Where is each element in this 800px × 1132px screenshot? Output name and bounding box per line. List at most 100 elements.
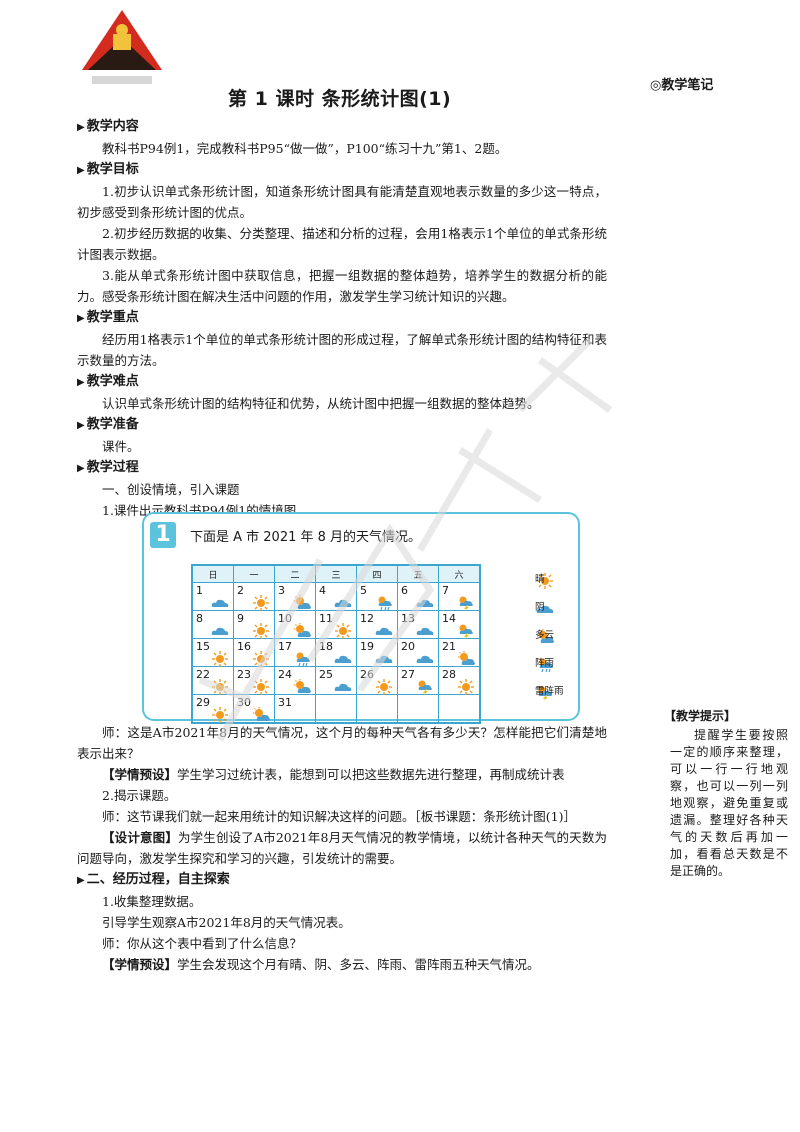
calendar-day-cell: 25 <box>315 666 357 695</box>
cloudy-icon <box>374 623 394 637</box>
sunny-icon <box>333 623 353 639</box>
sunny-icon <box>374 679 394 695</box>
calendar-day-cell: 30 <box>233 694 275 724</box>
weekday-header: 六 <box>438 564 481 583</box>
day-number: 26 <box>360 668 374 681</box>
guide-text: 引导学生观察A市2021年8月的天气情况表。 <box>102 915 351 930</box>
main-column-top: 教学内容 教科书P94例1，完成教科书P95“做一做”，P100“练习十九”第1… <box>77 116 607 521</box>
calendar-day-cell: 2 <box>233 582 275 611</box>
weekday-header: 二 <box>274 564 316 583</box>
shower-icon <box>292 651 312 667</box>
calendar-day-cell: 17 <box>274 638 316 667</box>
learning-preset-2: 【学情预设】学生会发现这个月有晴、阴、多云、阵雨、雷阵雨五种天气情况。 <box>77 954 607 975</box>
calendar-day-cell <box>315 694 357 724</box>
goal-1: 1.初步认识单式条形统计图，知道条形统计图具有能清楚直观地表示数量的多少这一特点… <box>77 184 607 220</box>
day-number: 1 <box>196 584 203 597</box>
calendar-day-cell: 29 <box>191 694 234 724</box>
day-number: 22 <box>196 668 210 681</box>
calendar-day-cell: 18 <box>315 638 357 667</box>
legend-item: 多云 <box>499 624 579 652</box>
calendar-day-cell: 21 <box>438 638 481 667</box>
learning-preset-1: 【学情预设】学生学习过统计表，能想到可以把这些数据先进行整理，再制成统计表 <box>77 764 607 785</box>
day-number: 10 <box>278 612 292 625</box>
calendar-day-cell: 27 <box>397 666 439 695</box>
partly-icon <box>292 595 312 609</box>
cloudy-icon <box>415 595 435 609</box>
day-number: 25 <box>319 668 333 681</box>
day-number: 21 <box>442 640 456 653</box>
calendar-day-cell <box>397 694 439 724</box>
cloudy-icon <box>333 679 353 693</box>
teacher-question: 师：这是A市2021年8月的天气情况，这个月的每种天气各有多少天？怎样能把它们清… <box>77 725 607 761</box>
calendar-day-cell: 7 <box>438 582 481 611</box>
calendar-day-cell: 11 <box>315 610 357 639</box>
calendar-day-cell: 13 <box>397 610 439 639</box>
step-1-2: 2.揭示课题。 <box>102 788 177 803</box>
partly-icon <box>456 651 476 665</box>
sunny-icon <box>456 679 476 695</box>
partly-icon <box>251 707 271 721</box>
tag-preset: 【学情预设】 <box>102 767 178 782</box>
calendar-day-cell <box>356 694 398 724</box>
teacher-intro: 师：这节课我们就一起来用统计的知识解决这样的问题。［板书课题：条形统计图(1)］ <box>102 809 576 824</box>
day-number: 11 <box>319 612 333 625</box>
sunny-icon <box>210 679 230 695</box>
legend-label: 雷阵雨 <box>535 686 564 697</box>
teaching-tip: 【教学提示】 提醒学生要按照一定的顺序来整理，可以一行一行地观察，也可以一列一列… <box>664 708 788 880</box>
day-number: 7 <box>442 584 449 597</box>
day-number: 3 <box>278 584 285 597</box>
day-number: 20 <box>401 640 415 653</box>
weekday-header: 五 <box>397 564 439 583</box>
tag-design: 【设计意图】 <box>102 830 178 845</box>
day-number: 6 <box>401 584 408 597</box>
step-2-1: 1.收集整理数据。 <box>102 894 202 909</box>
teacher-ask: 师：你从这个表中看到了什么信息？ <box>102 936 303 951</box>
calendar-day-cell: 14 <box>438 610 481 639</box>
calendar-day-cell: 22 <box>191 666 234 695</box>
weekday-header: 三 <box>315 564 357 583</box>
day-number: 18 <box>319 640 333 653</box>
calendar-day-cell <box>438 694 481 724</box>
cloudy-icon <box>333 595 353 609</box>
heading-difficulty: 教学难点 <box>77 371 607 393</box>
heading-process: 教学过程 <box>77 457 607 479</box>
weekday-header: 一 <box>233 564 275 583</box>
legend-item: 晴 <box>499 568 579 596</box>
calendar-day-cell: 23 <box>233 666 275 695</box>
legend-item: 雷阵雨 <box>499 680 579 708</box>
legend-item: 阵雨 <box>499 652 579 680</box>
cloudy-icon <box>374 651 394 665</box>
prep-text: 课件。 <box>102 439 140 454</box>
day-number: 31 <box>278 696 292 709</box>
difficulty-text: 认识单式条形统计图的结构特征和优势，从统计图中把握一组数据的整体趋势。 <box>102 396 540 411</box>
legend-label: 阵雨 <box>535 658 555 669</box>
sunny-icon <box>251 595 271 611</box>
goal-2: 2.初步经历数据的收集、分类整理、描述和分析的过程，会用1格表示1个单位的单式条… <box>77 226 607 262</box>
weather-legend: 晴阴多云阵雨雷阵雨 <box>499 568 579 708</box>
calendar-day-cell: 1 <box>191 582 234 611</box>
heading-goals: 教学目标 <box>77 159 607 181</box>
calendar-day-cell: 20 <box>397 638 439 667</box>
notes-label: ◎教学笔记 <box>650 78 714 93</box>
calendar-day-cell: 4 <box>315 582 357 611</box>
calendar-day-cell: 3 <box>274 582 316 611</box>
section-2-label: 二、经历过程，自主探索 <box>86 872 230 887</box>
calendar-day-cell: 8 <box>191 610 234 639</box>
sunny-icon <box>210 651 230 667</box>
day-number: 29 <box>196 696 210 709</box>
tag-preset-2: 【学情预设】 <box>102 957 178 972</box>
day-number: 19 <box>360 640 374 653</box>
partly-icon <box>292 679 312 693</box>
calendar-day-cell: 15 <box>191 638 234 667</box>
calendar-day-cell: 19 <box>356 638 398 667</box>
publisher-logo <box>82 10 162 84</box>
legend-label: 晴 <box>535 574 545 585</box>
legend-label: 阴 <box>535 602 545 613</box>
day-number: 8 <box>196 612 203 625</box>
preset-text-2: 学生会发现这个月有晴、阴、多云、阵雨、雷阵雨五种天气情况。 <box>177 957 540 972</box>
cloudy-icon <box>333 651 353 665</box>
